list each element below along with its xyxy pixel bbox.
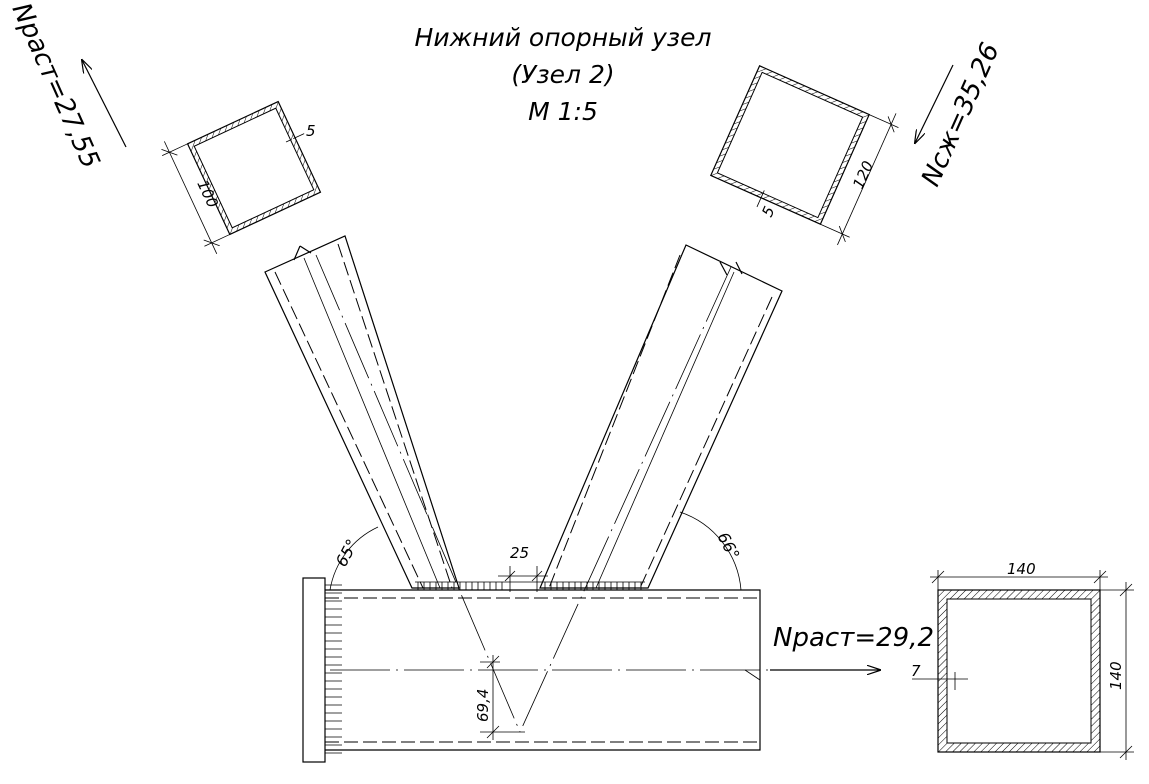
bottom-chord — [302, 577, 780, 763]
eccentricity-dimension: 69,4 — [474, 655, 525, 740]
chord-wall-label: 7 — [911, 662, 921, 680]
end-plate-weld — [325, 584, 342, 754]
right-section-size-label: 120 — [849, 158, 877, 191]
drawing-title: Нижний опорный узел (Узел 2) М 1:5 — [415, 23, 712, 126]
right-tube-section — [709, 64, 899, 246]
chord-section: 140 140 7 — [911, 560, 1134, 760]
right-diagonal-member — [519, 244, 783, 733]
right-force-arrow — [915, 64, 954, 143]
chord-height-label: 140 — [1107, 661, 1125, 690]
title-line-2: (Узел 2) — [511, 60, 614, 89]
right-section-inner — [716, 71, 864, 219]
gap-dimension: 25 — [498, 544, 548, 592]
left-force-label: Nраст=27,55 — [6, 0, 106, 173]
right-diagonal-force: Nсж=35,26 — [915, 39, 1006, 191]
angle-right-label: 66° — [713, 529, 743, 563]
right-diagonal-outline — [539, 244, 783, 589]
left-section-wall-label: 5 — [306, 122, 316, 140]
title-line-1: Нижний опорный узел — [415, 23, 712, 52]
chord-outline — [325, 589, 761, 751]
angle-left: 65° — [329, 526, 379, 591]
left-diagonal-member — [264, 235, 521, 733]
angle-right: 66° — [679, 511, 744, 591]
chord-weld — [417, 582, 642, 590]
gap-label: 25 — [510, 544, 529, 562]
left-section-inner — [193, 107, 315, 229]
chord-width-label: 140 — [1007, 560, 1036, 578]
left-diagonal-outline — [264, 235, 460, 589]
bottom-chord-force: Nраст=29,2 — [770, 623, 934, 670]
left-force-arrow — [82, 60, 127, 148]
end-plate — [302, 577, 326, 763]
chord-section-inner — [946, 598, 1092, 744]
bottom-force-label: Nраст=29,2 — [773, 623, 934, 653]
right-section-wall-label: 5 — [758, 204, 778, 220]
left-tube-section — [161, 100, 322, 254]
title-scale: М 1:5 — [528, 97, 598, 126]
left-diagonal-force: Nраст=27,55 — [6, 0, 127, 173]
eccentricity-label: 69,4 — [474, 689, 492, 722]
